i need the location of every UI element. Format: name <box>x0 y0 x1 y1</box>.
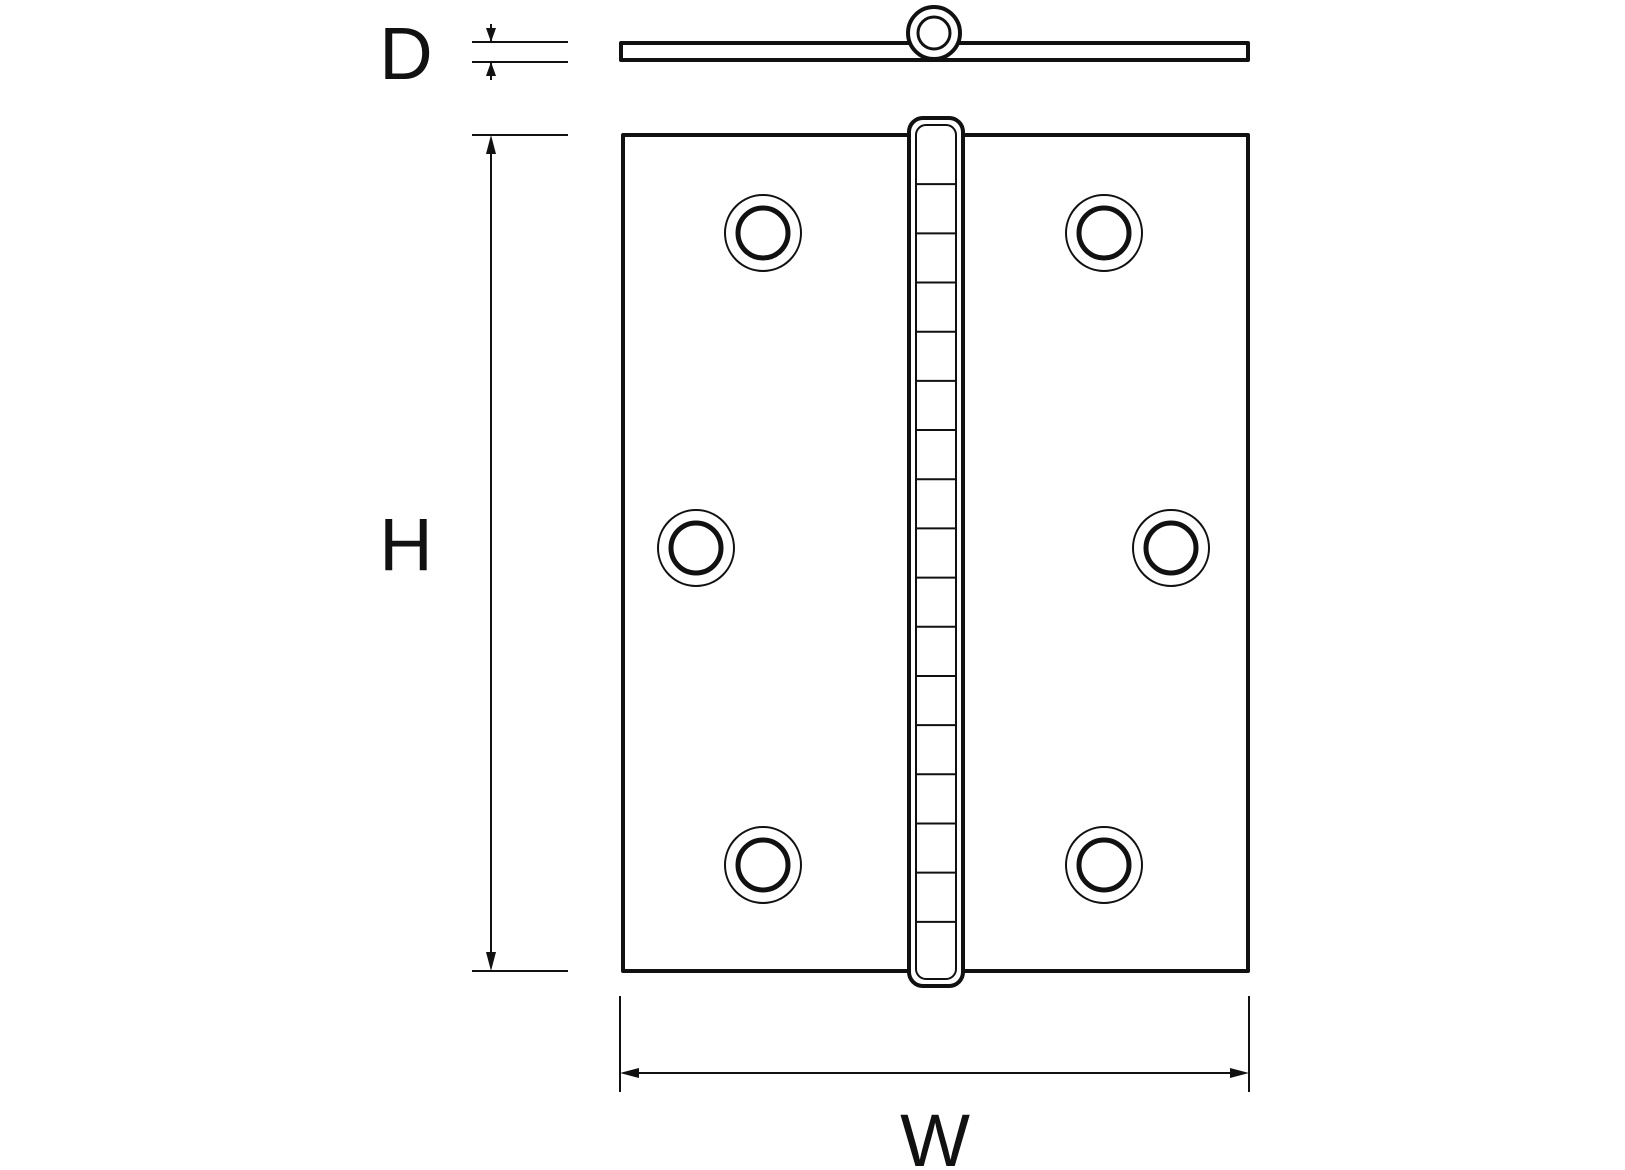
screw-hole-countersink <box>724 826 802 904</box>
height-arrowhead-top <box>486 135 496 154</box>
height-dimension: H <box>379 134 568 972</box>
screw-hole <box>1065 194 1143 272</box>
knuckle-segment-lines <box>916 183 956 923</box>
height-arrowhead-bottom <box>486 952 496 971</box>
screw-hole-bore <box>668 520 724 576</box>
top-view-knuckle-pin <box>916 15 952 51</box>
screw-hole <box>724 826 802 904</box>
screw-hole-bore <box>735 205 791 261</box>
screw-hole <box>1132 509 1210 587</box>
screw-hole <box>1065 826 1143 904</box>
left-leaf <box>621 133 911 973</box>
depth-label: D <box>379 12 432 95</box>
depth-arrowhead-bottom <box>486 62 496 76</box>
front-view <box>621 116 1250 988</box>
screw-hole-bore <box>735 837 791 893</box>
screw-holes <box>657 194 1210 904</box>
screw-hole-countersink <box>724 194 802 272</box>
height-label: H <box>379 503 432 586</box>
width-dimension: W <box>619 996 1250 1170</box>
width-label: W <box>900 1099 970 1170</box>
knuckle-barrel-inner <box>915 124 957 980</box>
screw-hole <box>724 194 802 272</box>
screw-hole-countersink <box>1132 509 1210 587</box>
depth-dimension: D <box>379 12 568 95</box>
screw-hole-bore <box>1143 520 1199 576</box>
screw-hole-bore <box>1076 205 1132 261</box>
depth-arrowhead-top <box>486 28 496 42</box>
screw-hole <box>657 509 735 587</box>
top-view <box>619 5 1250 62</box>
screw-hole-countersink <box>1065 194 1143 272</box>
screw-hole-countersink <box>1065 826 1143 904</box>
width-arrowhead-left <box>620 1068 639 1078</box>
knuckle-barrel <box>907 116 965 988</box>
top-view-knuckle-outer <box>906 5 962 61</box>
screw-hole-bore <box>1076 837 1132 893</box>
screw-hole-countersink <box>657 509 735 587</box>
width-arrowhead-right <box>1230 1068 1249 1078</box>
